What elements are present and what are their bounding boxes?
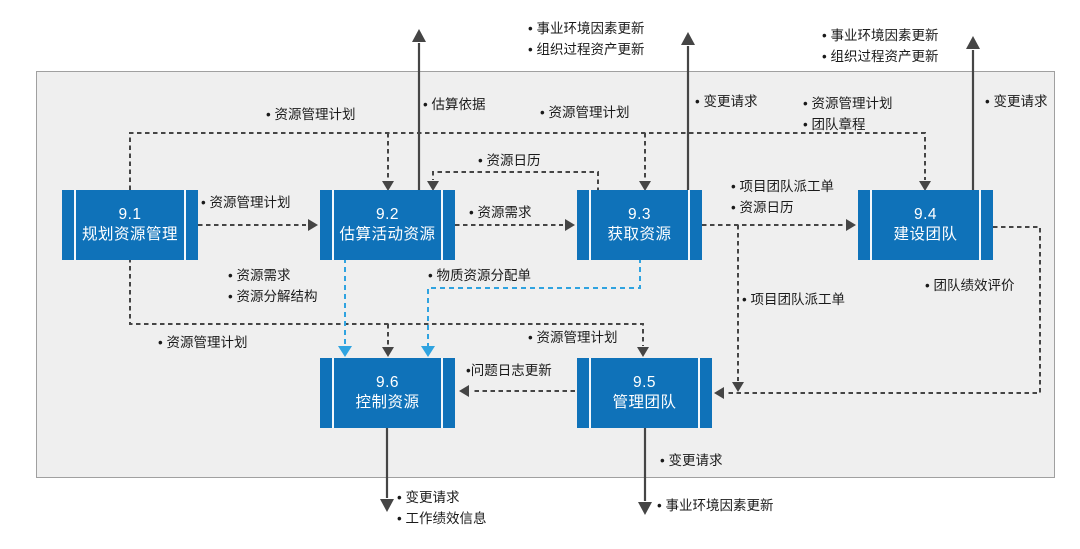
- wire-acquire-output-up: [681, 32, 695, 192]
- process-box-control-resources: 9.6 控制资源: [320, 358, 455, 428]
- wire-acquire-to-develop: [702, 219, 856, 231]
- wire-acquire-to-control-cyan: [421, 258, 641, 357]
- wire-estimate-output-up: [412, 29, 426, 192]
- process-name: 管理团队: [612, 394, 677, 411]
- label-issue-log-updates: •问题日志更新: [466, 363, 552, 378]
- process-box-develop-team: 9.4 建设团队: [858, 190, 993, 260]
- label-plan-bottom: • 资源管理计划: [158, 335, 248, 350]
- label-resource-calendars-top: • 资源日历: [478, 153, 541, 168]
- process-name: 建设团队: [893, 226, 958, 243]
- label-top-line-mid: • 资源管理计划: [540, 105, 630, 120]
- label-estimate-to-control: • 资源需求 • 资源分解结构: [228, 268, 318, 304]
- process-box-acquire-resources: 9.3 获取资源: [577, 190, 702, 260]
- label-acquire-eef-opa: • 事业环境因素更新 • 组织过程资产更新: [528, 21, 645, 57]
- wire-control-output-down: [380, 428, 394, 512]
- process-number: 9.3: [627, 205, 652, 223]
- label-manage-change-requests: • 变更请求: [660, 453, 723, 468]
- wire-manage-to-control: [459, 385, 575, 397]
- wire-team-assignments-branch: [732, 225, 744, 392]
- process-number: 9.6: [375, 373, 400, 391]
- label-estimate-basis: • 估算依据: [423, 97, 486, 112]
- wire-develop-output-up: [966, 36, 980, 192]
- label-resource-requirements: • 资源需求: [469, 205, 532, 220]
- label-develop-eef-opa: • 事业环境因素更新 • 组织过程资产更新: [822, 28, 939, 64]
- label-acquire-change-requests: • 变更请求: [695, 94, 758, 109]
- process-number: 9.1: [118, 205, 142, 223]
- label-team-assignments-branch: • 项目团队派工单: [742, 292, 845, 307]
- process-number: 9.4: [913, 205, 938, 223]
- label-top-line-left: • 资源管理计划: [266, 107, 356, 122]
- wire-resource-calendar-feedback: [427, 171, 599, 192]
- process-name: 估算活动资源: [339, 226, 436, 243]
- label-manage-input-plan: • 资源管理计划: [528, 330, 618, 345]
- process-number: 9.5: [632, 373, 657, 391]
- wire-manage-output-down: [638, 428, 652, 515]
- label-manage-eef-updates: • 事业环境因素更新: [657, 498, 774, 513]
- wire-estimate-to-control-cyan: [338, 258, 352, 357]
- process-name: 控制资源: [355, 394, 420, 411]
- label-physical-assignments: • 物质资源分配单: [428, 268, 531, 283]
- label-plan-to-estimate: • 资源管理计划: [201, 195, 291, 210]
- process-box-manage-team: 9.5 管理团队: [577, 358, 712, 428]
- wire-plan-bottom-distribution: [129, 258, 649, 357]
- label-develop-inputs: • 资源管理计划 • 团队章程: [803, 96, 893, 132]
- diagram-boundary: [36, 71, 1055, 478]
- wire-plan-to-estimate: [198, 219, 318, 231]
- label-acquire-to-develop: • 项目团队派工单 • 资源日历: [731, 179, 834, 215]
- label-develop-change-requests: • 变更请求: [985, 94, 1048, 109]
- process-number: 9.2: [375, 205, 400, 223]
- wire-plan-top-distribution: [129, 132, 931, 191]
- label-team-performance: • 团队绩效评价: [925, 278, 1015, 293]
- process-name: 获取资源: [607, 226, 672, 243]
- wire-estimate-to-acquire: [455, 219, 575, 231]
- process-name: 规划资源管理: [81, 226, 178, 243]
- wire-develop-to-manage-loop: [714, 226, 1041, 399]
- process-box-plan-resource-management: 9.1 规划资源管理: [62, 190, 198, 260]
- label-control-outputs: • 变更请求 • 工作绩效信息: [397, 490, 487, 526]
- process-box-estimate-activity-resources: 9.2 估算活动资源: [320, 190, 455, 260]
